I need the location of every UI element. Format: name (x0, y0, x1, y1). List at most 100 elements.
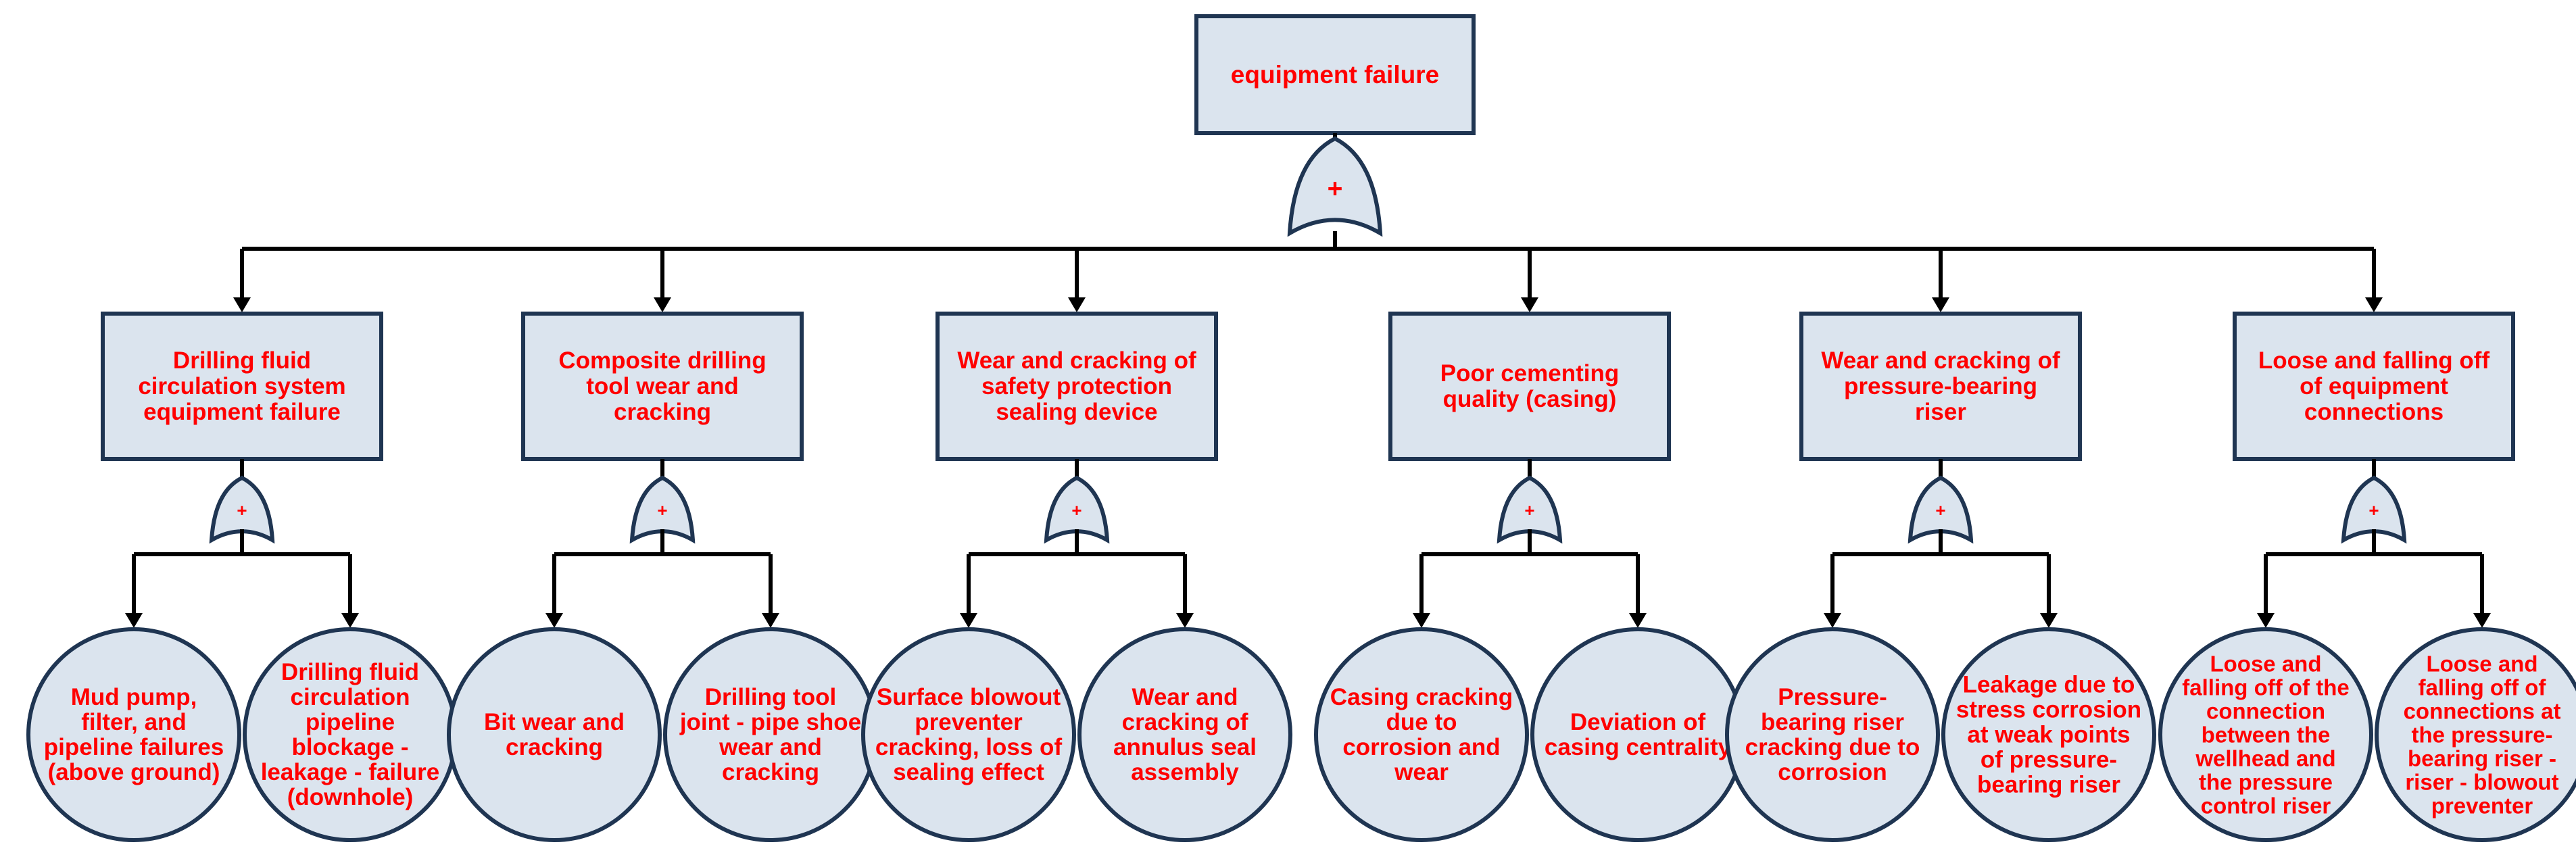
arrow-head (1932, 297, 1949, 312)
intermediate-event-box (521, 312, 804, 461)
intermediate-event-label: circulation system (138, 373, 345, 399)
arrow-head (2473, 613, 2491, 628)
gate-symbol: + (2368, 500, 2379, 520)
arrow-head (1176, 613, 1194, 628)
basic-event-circle (2158, 627, 2373, 842)
intermediate-event-label: pressure-bearing (1844, 373, 2037, 399)
gate-symbol: + (657, 500, 667, 520)
arrow-head (1629, 613, 1647, 628)
basic-event-label: Deviation of (1570, 709, 1706, 735)
basic-event-label: due to (1386, 709, 1457, 735)
basic-event-label: Surface blowout (877, 684, 1061, 710)
basic-event-label: circulation (291, 684, 410, 710)
basic-event-label: sealing effect (893, 759, 1044, 785)
intermediate-event-label: safety protection (981, 373, 1172, 399)
arrow-head (1068, 297, 1086, 312)
gate-symbol: + (1935, 500, 1945, 520)
basic-event-label: riser - blowout (2405, 770, 2558, 795)
intermediate-event-label: cracking (614, 399, 711, 425)
basic-event-circle (1725, 627, 1940, 842)
basic-event-label: preventer (915, 709, 1023, 735)
basic-event-circle (26, 627, 241, 842)
basic-event-label: Wear and (1132, 684, 1238, 710)
basic-event-label: pipeline (306, 709, 395, 735)
arrow-head (2365, 297, 2383, 312)
intermediate-event-label: tool wear and (586, 373, 739, 399)
basic-event-label: blockage - (291, 734, 408, 760)
basic-event-label: filter, and (81, 709, 187, 735)
top-event-label: equipment failure (1231, 61, 1439, 89)
basic-event-label: at weak points (1967, 722, 2130, 748)
basic-event-label: corrosion (1778, 759, 1887, 785)
basic-event-label: Drilling fluid (281, 659, 419, 685)
basic-event-label: Bit wear and (484, 709, 625, 735)
basic-event-circle (1077, 627, 1292, 842)
basic-event-label: Leakage due to (1963, 672, 2135, 698)
arrow-head (545, 613, 563, 628)
arrow-head (960, 613, 977, 628)
gate-symbol: + (1328, 174, 1343, 203)
basic-event-label: Mud pump, (71, 684, 197, 710)
basic-event-circle (1314, 627, 1529, 842)
basic-event-label: cracking, loss of (875, 734, 1063, 760)
intermediate-event-label: Wear and cracking of (957, 347, 1196, 374)
basic-event-label: connections at (2404, 699, 2561, 724)
basic-event-label: cracking (506, 734, 603, 760)
basic-event-label: wear and (719, 734, 822, 760)
basic-event-label: pipeline failures (44, 734, 224, 760)
basic-event-label: connection (2206, 699, 2325, 724)
basic-event-label: falling off of the (2182, 675, 2349, 700)
basic-event-label: stress corrosion (1956, 697, 2141, 723)
basic-event-label: cracking (722, 759, 819, 785)
basic-event-label: the pressure- (2411, 723, 2552, 748)
intermediate-event-label: equipment failure (143, 399, 341, 425)
basic-event-label: cracking of (1122, 709, 1248, 735)
basic-event-label: assembly (1131, 759, 1239, 785)
intermediate-event-label: Composite drilling (558, 347, 766, 374)
basic-event-circle (2375, 627, 2576, 842)
intermediate-event-box (935, 312, 1218, 461)
intermediate-event-label: Loose and falling off (2258, 347, 2490, 374)
intermediate-event-label: Drilling fluid (173, 347, 311, 374)
intermediate-event-label: of equipment (2300, 373, 2448, 399)
basic-event-label: bearing riser (1977, 772, 2120, 798)
gate-symbol: + (237, 500, 247, 520)
gate-symbol: + (1071, 500, 1082, 520)
intermediate-event-label: Wear and cracking of (1821, 347, 2060, 374)
basic-event-label: Casing cracking (1330, 684, 1513, 710)
basic-event-label: (above ground) (48, 759, 220, 785)
basic-event-label: of pressure- (1980, 747, 2117, 773)
intermediate-event-label: sealing device (996, 399, 1157, 425)
arrow-head (1824, 613, 1841, 628)
basic-event-label: Loose and (2210, 652, 2321, 677)
basic-event-label: (downhole) (287, 784, 414, 810)
top-event-box (1194, 14, 1476, 135)
intermediate-event-box (1799, 312, 2082, 461)
intermediate-event-box (2233, 312, 2515, 461)
intermediate-event-label: quality (casing) (1443, 386, 1617, 412)
arrow-head (2040, 613, 2058, 628)
basic-event-label: Loose and (2426, 652, 2537, 677)
arrow-head (654, 297, 671, 312)
arrow-head (762, 613, 779, 628)
basic-event-label: bearing riser - (2408, 746, 2556, 771)
basic-event-label: wellhead and (2195, 746, 2335, 771)
basic-event-label: falling off of (2419, 675, 2547, 700)
basic-event-label: preventer (2431, 793, 2533, 819)
intermediate-event-label: riser (1915, 399, 1966, 425)
basic-event-label: corrosion and (1342, 734, 1500, 760)
basic-event-label: control riser (2201, 793, 2331, 819)
arrow-head (2257, 613, 2275, 628)
gate-symbol: + (1524, 500, 1534, 520)
basic-event-circle (1941, 627, 2156, 842)
basic-event-label: annulus seal (1113, 734, 1257, 760)
arrow-head (233, 297, 251, 312)
arrow-head (341, 613, 359, 628)
arrow-head (125, 613, 143, 628)
basic-event-label: wear (1394, 759, 1449, 785)
basic-event-label: cracking due to (1745, 734, 1920, 760)
basic-event-circle (861, 627, 1076, 842)
arrow-head (1413, 613, 1430, 628)
basic-event-label: Pressure- (1778, 684, 1887, 710)
